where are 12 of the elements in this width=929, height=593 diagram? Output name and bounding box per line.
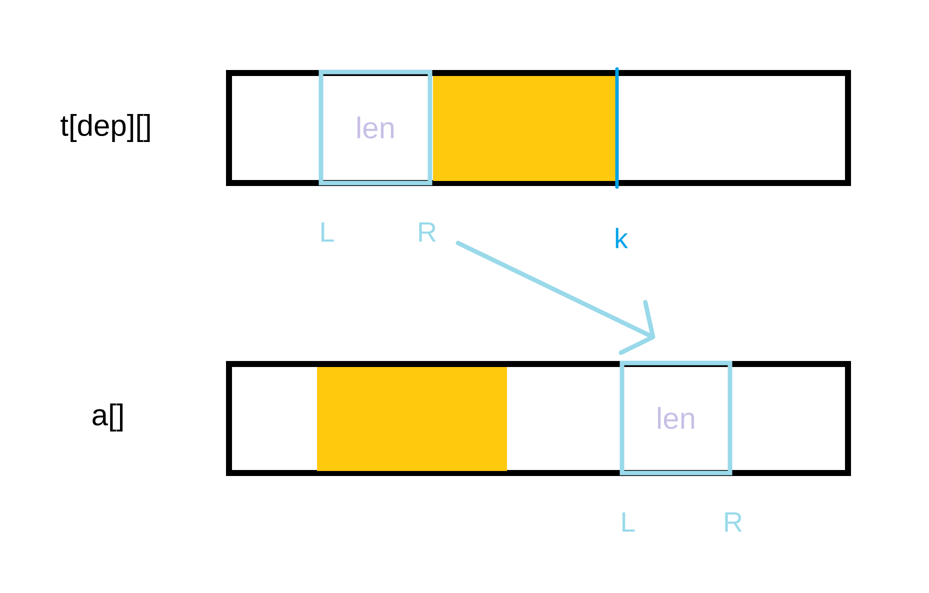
highlighted-segment bbox=[433, 76, 616, 181]
highlighted-segment bbox=[317, 367, 507, 471]
arrow bbox=[456, 240, 656, 355]
array-label: a[] bbox=[92, 404, 123, 432]
index-label: L bbox=[322, 222, 334, 242]
index-label: R bbox=[725, 512, 742, 532]
array-label: t[dep][] bbox=[60, 114, 150, 142]
index-label: L bbox=[622, 512, 635, 532]
marker-label: k bbox=[616, 228, 628, 248]
index-label: R bbox=[419, 222, 436, 242]
range-box: len bbox=[318, 70, 432, 186]
range-box: len bbox=[620, 360, 732, 476]
